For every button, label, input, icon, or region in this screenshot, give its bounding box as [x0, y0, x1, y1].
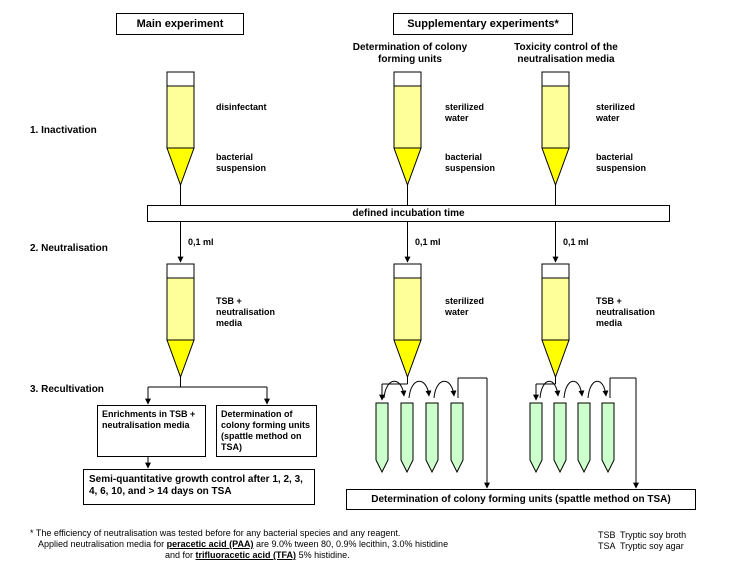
semi-quantitative-box: Semi-quantitative growth control after 1… [83, 469, 315, 505]
footnote-line-3: and for trifluoracetic acid (TFA) 5% his… [30, 550, 550, 561]
label-sterilized-water: sterilized water [445, 296, 485, 317]
transfer-volume-label: 0,1 ml [188, 237, 214, 247]
abbreviation-meaning: Tryptic soy agar [620, 541, 684, 551]
footnote-line-3-post: 5% histidine. [296, 550, 350, 560]
abbreviation-row: TSB Tryptic soy broth [598, 530, 718, 541]
tube-main-inactivation [166, 71, 195, 187]
enrichments-box: Enrichments in TSB + neutralisation medi… [97, 405, 206, 457]
label-tsb-neutralisation: TSB + neutralisation media [596, 296, 656, 328]
tube-cfu-neutralisation [393, 263, 422, 379]
tox-dilution-series [533, 377, 639, 489]
determination-cfu-box: Determination of colony forming units (s… [216, 405, 317, 457]
toxicity-column-title: Toxicity control of the neutralisation m… [514, 42, 618, 65]
main-branch-lines [145, 377, 270, 469]
footnote-line-2: Applied neutralisation media for peracet… [30, 539, 550, 550]
footnote-line-1: * The efficiency of neutralisation was t… [30, 528, 401, 538]
incubation-time-bar: defined incubation time [147, 205, 670, 222]
cfu-column-title: Determination of colony forming units [352, 42, 468, 65]
abbreviation: TSA [598, 541, 616, 551]
tube-main-neutralisation [166, 263, 195, 379]
label-bacterial-suspension: bacterial suspension [596, 152, 647, 173]
footnote-paa: peracetic acid (PAA) [166, 539, 254, 549]
transfer-volume-label: 0,1 ml [563, 237, 589, 247]
abbreviation-row: TSA Tryptic soy agar [598, 541, 718, 552]
label-bacterial-suspension: bacterial suspension [445, 152, 496, 173]
label-bacterial-suspension: bacterial suspension [216, 152, 267, 173]
abbreviation-legend: TSB Tryptic soy broth TSA Tryptic soy agar [598, 530, 718, 552]
abbreviation: TSB [598, 530, 616, 540]
footnote: * The efficiency of neutralisation was t… [30, 528, 550, 561]
supplementary-experiments-header: Supplementary experiments* [393, 13, 573, 35]
tube-tox-neutralisation [541, 263, 570, 379]
label-sterilized-water: sterilized water [596, 102, 636, 123]
cfu-plates [375, 402, 464, 474]
step-inactivation-label: 1. Inactivation [30, 125, 97, 136]
label-sterilized-water: sterilized water [445, 102, 485, 123]
footnote-line-2-pre: Applied neutralisation media for [38, 539, 167, 549]
label-tsb-neutralisation: TSB + neutralisation media [216, 296, 276, 328]
abbreviation-meaning: Tryptic soy broth [620, 530, 687, 540]
step-neutralisation-label: 2. Neutralisation [30, 243, 108, 254]
step-recultivation-label: 3. Recultivation [30, 384, 104, 395]
tube-tox-inactivation [541, 71, 570, 187]
label-disinfectant: disinfectant [216, 102, 267, 112]
footnote-line-2-post: are 9.0% tween 80, 0.9% lecithin, 3.0% h… [253, 539, 449, 549]
transfer-volume-label: 0,1 ml [415, 237, 441, 247]
main-experiment-header: Main experiment [116, 13, 244, 35]
footnote-tfa: trifluoracetic acid (TFA) [195, 550, 297, 560]
determination-cfu-wide-box: Determination of colony forming units (s… [346, 489, 696, 510]
cfu-dilution-series [379, 377, 490, 489]
tox-plates [529, 402, 615, 474]
tube-cfu-inactivation [393, 71, 422, 187]
footnote-line-3-pre: and for [165, 550, 196, 560]
